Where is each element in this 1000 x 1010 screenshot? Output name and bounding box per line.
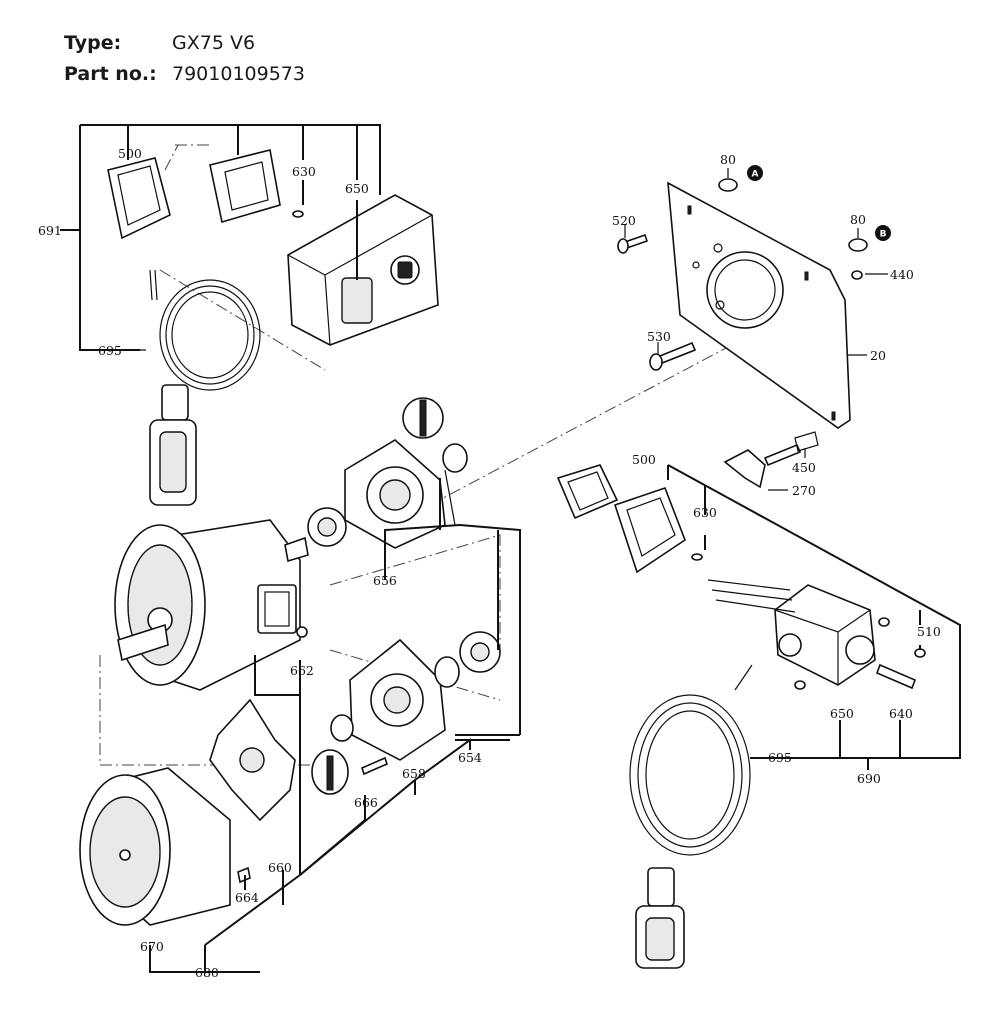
part-number-label: Part no.: bbox=[64, 63, 157, 85]
type-label: Type: bbox=[64, 32, 122, 54]
marker-a-icon: A bbox=[747, 165, 763, 181]
svg-text:B: B bbox=[880, 230, 887, 240]
plug-left bbox=[149, 384, 197, 506]
bracket-680 bbox=[149, 469, 510, 973]
callout-640: 640 bbox=[889, 706, 913, 721]
callout-666: 666 bbox=[354, 795, 378, 810]
hardware-top-right bbox=[617, 178, 868, 489]
cable-695-right bbox=[629, 664, 753, 856]
callout-695-right: 695 bbox=[768, 750, 792, 765]
callout-20: 20 bbox=[870, 348, 886, 363]
callout-662: 662 bbox=[290, 663, 314, 678]
bearing-shield-upper bbox=[307, 397, 468, 549]
terminal-box-assembly bbox=[556, 464, 926, 690]
callout-656: 656 bbox=[373, 573, 397, 588]
plug-right bbox=[635, 867, 685, 969]
bracket-656-654 bbox=[384, 478, 521, 736]
svg-text:A: A bbox=[752, 170, 759, 180]
type-value: GX75 V6 bbox=[172, 32, 256, 54]
callout-680: 680 bbox=[195, 965, 219, 980]
bracket-690 bbox=[667, 464, 961, 770]
callout-630-top: 630 bbox=[292, 164, 316, 179]
marker-b-icon: B bbox=[875, 225, 891, 241]
type-row: Type: GX75 V6 bbox=[64, 32, 255, 54]
part-number-row: Part no.: 79010109573 bbox=[64, 63, 305, 85]
callout-690: 690 bbox=[857, 771, 881, 786]
callout-510: 510 bbox=[917, 624, 941, 639]
switch-housing bbox=[287, 194, 439, 346]
gasket-500 bbox=[107, 157, 171, 240]
fan-cover-670 bbox=[79, 767, 251, 926]
callout-80-a: 80 bbox=[720, 152, 736, 167]
callout-500-right: 500 bbox=[632, 452, 656, 467]
callout-670: 670 bbox=[140, 939, 164, 954]
callout-labels: 500 630 650 691 695 80 80 520 440 530 20… bbox=[38, 146, 941, 980]
callout-500-top: 500 bbox=[118, 146, 142, 161]
callout-691: 691 bbox=[38, 223, 62, 238]
fan-660 bbox=[209, 698, 296, 822]
callout-530: 530 bbox=[647, 329, 671, 344]
callout-695-left: 695 bbox=[98, 343, 122, 358]
callout-650-top: 650 bbox=[345, 181, 369, 196]
callout-654: 654 bbox=[458, 750, 482, 765]
callout-80-b: 80 bbox=[850, 212, 866, 227]
callout-658: 658 bbox=[402, 766, 426, 781]
mounting-plate bbox=[667, 181, 851, 429]
callout-660: 660 bbox=[268, 860, 292, 875]
terminal-box bbox=[209, 149, 304, 224]
callout-520: 520 bbox=[612, 213, 636, 228]
callout-440: 440 bbox=[890, 267, 914, 282]
leader-lines bbox=[118, 168, 888, 491]
part-number-value: 79010109573 bbox=[172, 63, 305, 85]
callout-450: 450 bbox=[792, 460, 816, 475]
callout-630-right: 630 bbox=[693, 505, 717, 520]
callout-664: 664 bbox=[235, 890, 259, 905]
motor bbox=[114, 519, 309, 691]
cable-695 bbox=[149, 269, 261, 391]
callout-650-right: 650 bbox=[830, 706, 854, 721]
bearing-shield-lower bbox=[311, 631, 501, 795]
callout-270: 270 bbox=[792, 483, 816, 498]
switch-box-assembly bbox=[107, 149, 439, 506]
